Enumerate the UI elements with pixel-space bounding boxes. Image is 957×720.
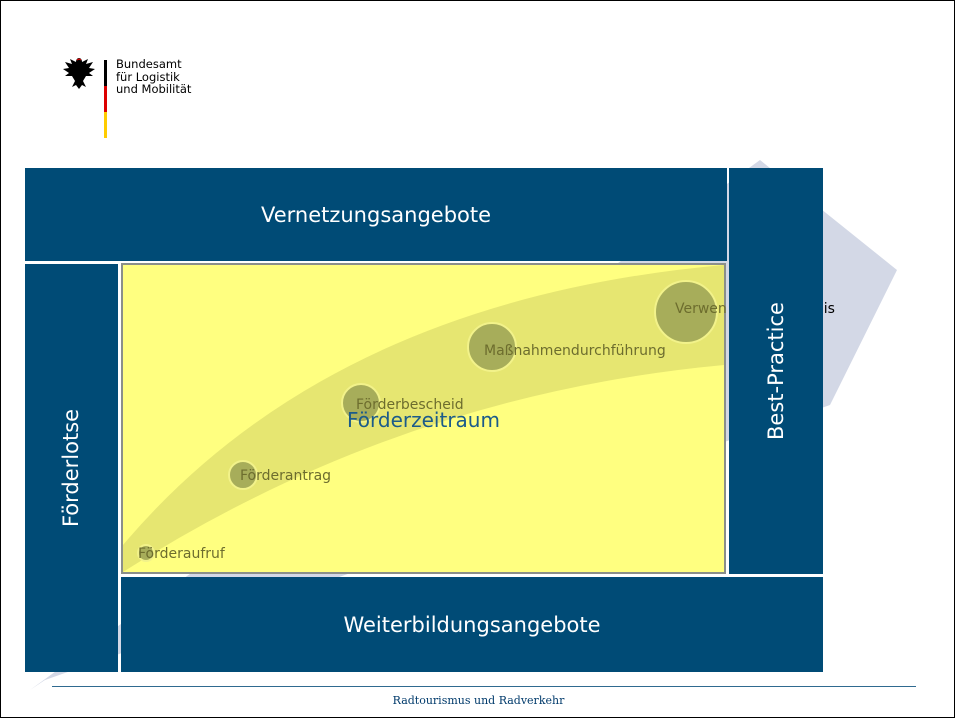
stage-label-verwendungsnachweis-tail-clip: Verwendungsnachweis [823, 300, 863, 322]
bubble-foerderaufruf [137, 544, 155, 562]
stage-label-foerderaufruf: Förderaufruf [138, 546, 225, 562]
panel-bottom-label: Weiterbildungsangebote [343, 612, 601, 637]
federal-eagle-icon [63, 58, 95, 89]
panel-vernetzungsangebote: Vernetzungsangebote [25, 168, 727, 261]
footer-text: Radtourismus und Radverkehr [392, 694, 565, 707]
panel-weiterbildungsangebote: Weiterbildungsangebote [121, 577, 823, 672]
german-flag-stripe [104, 60, 107, 138]
agency-name: Bundesamt für Logistik und Mobilität [116, 58, 191, 96]
stage-label-verwendungsnachweis-clip: Verwendungsnachweis [675, 300, 726, 322]
bubble-massnahmendurchfuehrung [467, 322, 517, 372]
panel-top-label: Vernetzungsangebote [260, 202, 492, 227]
stage-label-foerderantrag: Förderantrag [240, 468, 332, 484]
stage-label-verwendungsnachweis-tail: Verwendungsnachweis [823, 301, 835, 317]
stage-label-verwendungsnachweis: Verwendungsnachweis [675, 301, 726, 317]
panel-best-practice: Best-Practice [729, 168, 823, 574]
stage-label-foerderbescheid: Förderbescheid [356, 397, 464, 413]
footer-divider [52, 686, 916, 687]
stage-label-massnahmendurchfuehrung: Maßnahmendurchführung [484, 343, 666, 359]
panel-foerderlotse: Förderlotse [25, 264, 118, 672]
agency-name-line-2: für Logistik [116, 69, 180, 84]
agency-name-line-3: und Mobilität [116, 82, 192, 96]
bubble-foerderbescheid [341, 383, 381, 423]
bubble-verwendungsnachweis [654, 280, 718, 344]
bubble-foerderantrag [228, 460, 258, 490]
agency-name-line-1: Bundesamt [116, 57, 182, 71]
center-title: Förderzeitraum [347, 408, 500, 432]
